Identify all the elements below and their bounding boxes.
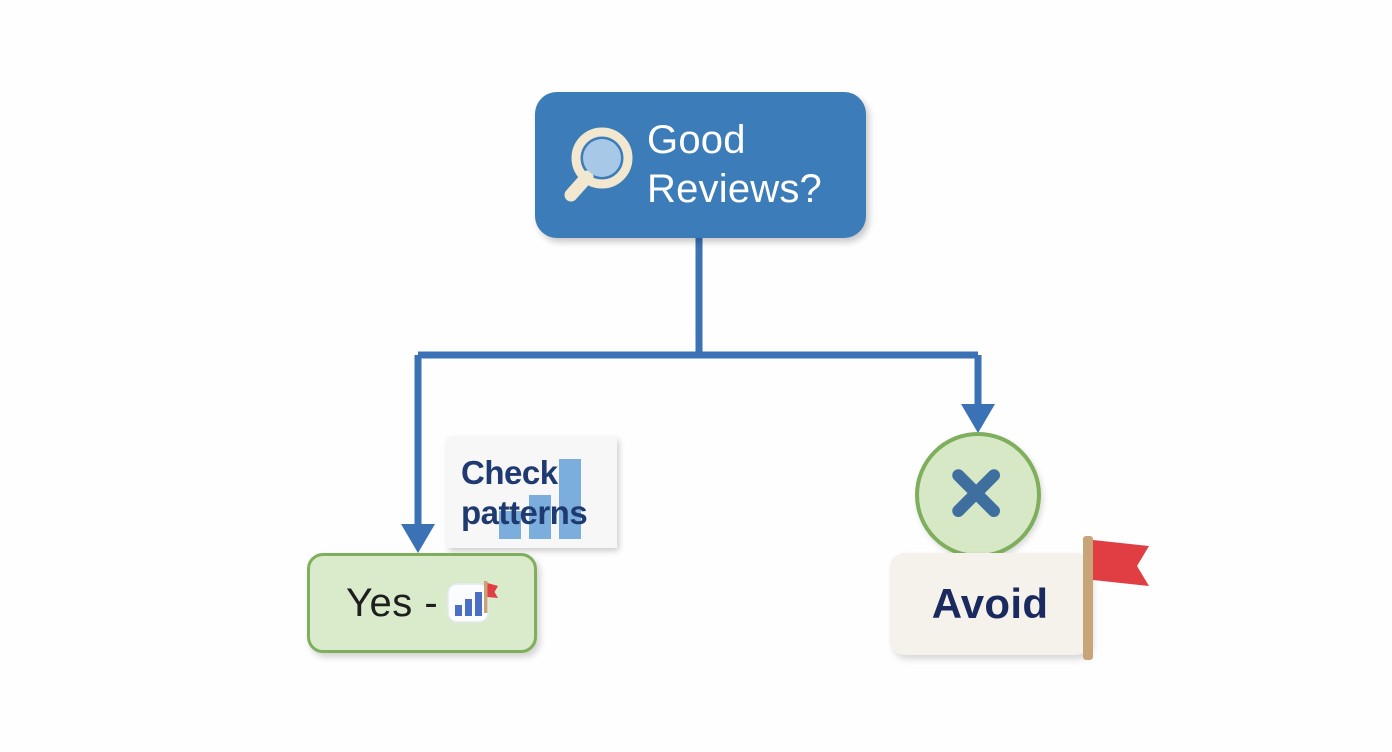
annotation-line-1: Check (461, 454, 558, 491)
red-flag-icon (1083, 536, 1149, 660)
annotation-card-text: Check patterns (461, 453, 611, 534)
annotation-line-2: patterns (461, 494, 588, 532)
outcome-node-yes[interactable]: Yes - (307, 553, 537, 653)
arrowhead-right (961, 404, 995, 433)
outcome-node-avoid-label: Avoid (931, 580, 1049, 627)
red-flag-icon (484, 581, 499, 613)
outcome-node-yes-label: Yes - (346, 580, 439, 625)
bar-chart-background-icon (499, 459, 581, 539)
outcome-node-avoid[interactable]: Avoid (890, 553, 1090, 655)
x-mark-icon (952, 469, 1001, 518)
magnifying-glass-icon (557, 123, 641, 207)
decision-node-good-reviews[interactable]: Good Reviews? (535, 92, 866, 238)
bar-chart-icon (446, 577, 499, 629)
decision-node-label: Good Reviews? (647, 118, 822, 211)
annotation-card-check-patterns: Check patterns (447, 437, 617, 548)
arrowhead-left (401, 524, 435, 553)
x-mark-badge (915, 432, 1041, 558)
